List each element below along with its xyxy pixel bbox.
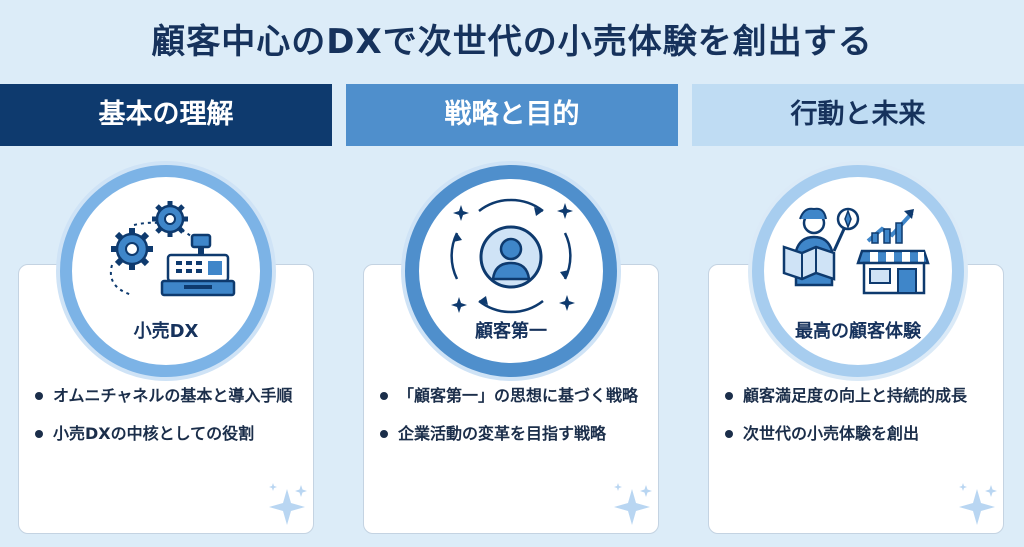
bullet-list: 顧客満足度の向上と持続的成長 次世代の小売体験を創出 xyxy=(723,383,995,459)
list-item: 「顧客第一」の思想に基づく戦略 xyxy=(378,383,650,409)
ring-label: 顧客第一 xyxy=(475,321,547,342)
list-item: 次世代の小売体験を創出 xyxy=(723,421,995,447)
customer-cycle-icon xyxy=(450,198,575,314)
ring-label: 小売DX xyxy=(133,321,199,342)
sparkle-icon xyxy=(269,483,307,525)
list-item: 顧客満足度の向上と持続的成長 xyxy=(723,383,995,409)
ring-label: 最高の顧客体験 xyxy=(795,321,921,342)
ring-customer-first: 顧客第一 xyxy=(405,165,617,377)
page-title: 顧客中心のDXで次世代の小売体験を創出する xyxy=(151,22,873,62)
bullet-list: 「顧客第一」の思想に基づく戦略 企業活動の変革を目指す戦略 xyxy=(378,383,650,459)
shopper-store-growth-icon xyxy=(782,207,930,295)
ring-retail-dx: 小売DX xyxy=(60,165,272,377)
gears-cash-register-icon xyxy=(110,201,236,297)
tab-action-future: 行動と未来 xyxy=(692,84,1024,146)
tab-strategy-purpose: 戦略と目的 xyxy=(346,84,678,146)
bullet-list: オムニチャネルの基本と導入手順 小売DXの中核としての役割 xyxy=(33,383,305,459)
ring-best-customer-experience: 最高の顧客体験 xyxy=(752,165,964,377)
sparkle-icon xyxy=(959,483,997,525)
list-item: 企業活動の変革を目指す戦略 xyxy=(378,421,650,447)
sparkle-icon xyxy=(614,483,652,525)
list-item: 小売DXの中核としての役割 xyxy=(33,421,305,447)
tab-basic-understanding: 基本の理解 xyxy=(0,84,332,146)
list-item: オムニチャネルの基本と導入手順 xyxy=(33,383,305,409)
